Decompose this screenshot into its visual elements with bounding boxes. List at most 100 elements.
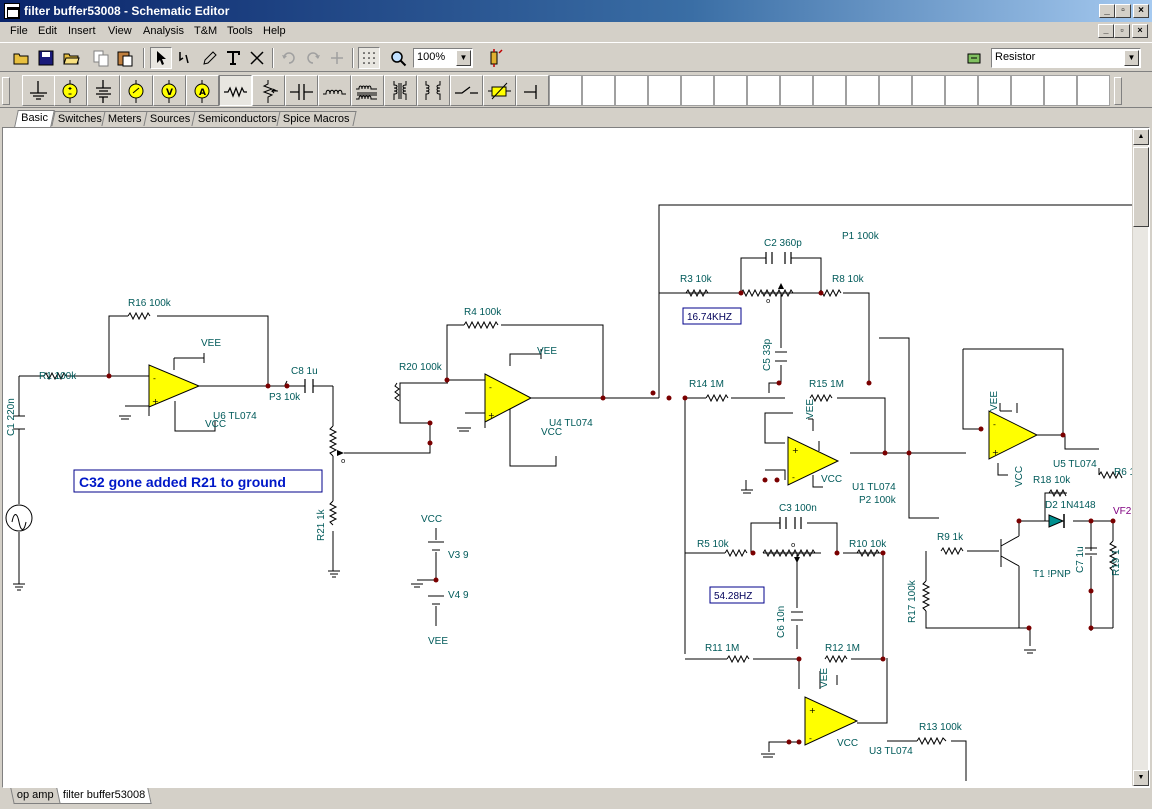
component-palette: V A (0, 73, 1152, 108)
wire-end-icon[interactable] (516, 75, 549, 106)
label-vcc: VCC (541, 427, 562, 438)
menu-edit[interactable]: Edit (38, 25, 57, 37)
component-select[interactable]: Resistor ▼ (991, 48, 1141, 68)
varistor-icon[interactable] (483, 75, 516, 106)
scroll-down-icon[interactable]: ▼ (1133, 770, 1149, 786)
menu-view[interactable]: View (108, 25, 132, 37)
plus-icon[interactable] (326, 47, 348, 69)
menu-file[interactable]: File (10, 25, 28, 37)
title-bar: filter buffer53008 - Schematic Editor _ … (0, 0, 1152, 22)
label-vcc: VCC (821, 474, 842, 485)
scroll-thumb[interactable] (1133, 147, 1149, 227)
tab-semiconductors[interactable]: Semiconductors (191, 111, 284, 126)
palette-slot (648, 75, 681, 106)
svg-text:+: + (809, 706, 816, 715)
sheet-tab-op-amp[interactable]: op amp (10, 788, 61, 804)
tab-meters[interactable]: Meters (101, 111, 149, 126)
transformer-icon[interactable] (351, 75, 384, 106)
menu-tools[interactable]: Tools (227, 25, 253, 37)
chevron-down-icon[interactable]: ▼ (456, 50, 471, 66)
label-c2: C2 360p (764, 238, 802, 249)
grid-icon[interactable] (358, 47, 380, 69)
label-u5: U5 TL074 (1053, 459, 1097, 470)
copy-icon[interactable] (90, 47, 112, 69)
capacitor-icon[interactable] (285, 75, 318, 106)
coupled-inductor-icon[interactable] (384, 75, 417, 106)
label-r11: R11 1M (705, 643, 739, 654)
resistor-icon[interactable] (219, 75, 252, 106)
label-u6: U6 TL074 (213, 411, 257, 422)
label-r16: R16 100k (128, 298, 172, 309)
voltmeter-icon[interactable]: V (153, 75, 186, 106)
label-c3: C3 100n (779, 503, 817, 514)
menu-analysis[interactable]: Analysis (143, 25, 184, 37)
opamp-u1 (787, 436, 840, 486)
current-source-icon[interactable] (120, 75, 153, 106)
redo-icon[interactable] (302, 47, 324, 69)
palette-scroll-left[interactable] (2, 77, 10, 105)
paste-icon[interactable] (114, 47, 136, 69)
label-d2: D2 1N4148 (1045, 500, 1096, 511)
label-r1: R1 100k (39, 371, 77, 382)
menu-tm[interactable]: T&M (194, 25, 218, 37)
scroll-up-icon[interactable]: ▲ (1133, 129, 1149, 145)
switch-icon[interactable] (450, 75, 483, 106)
app-icon[interactable] (4, 3, 20, 19)
sheet-tabs: op amp filter buffer53008 (0, 788, 1152, 809)
place-component-icon[interactable] (963, 47, 985, 69)
palette-slot (747, 75, 780, 106)
opamp-u4 (484, 373, 533, 423)
dual-inductor-icon[interactable] (417, 75, 450, 106)
wire-icon[interactable] (174, 47, 196, 69)
pencil-icon[interactable] (198, 47, 220, 69)
label-p1: P1 100k (842, 231, 880, 242)
select-arrow-icon[interactable] (150, 47, 172, 69)
palette-slot (1044, 75, 1077, 106)
label-c5: C5 33p (762, 338, 773, 371)
palette-scroll-right[interactable] (1114, 77, 1122, 105)
maximize-button[interactable]: ▫ (1115, 4, 1131, 18)
mdi-restore-button[interactable]: ▫ (1114, 24, 1130, 38)
label-p3: P3 10k (269, 392, 301, 403)
minimize-button[interactable]: _ (1099, 4, 1115, 18)
label-vee: VEE (428, 636, 448, 647)
tab-basic[interactable]: Basic (14, 110, 55, 127)
delete-icon[interactable] (246, 47, 268, 69)
zoom-icon[interactable] (387, 47, 409, 69)
open-icon[interactable] (10, 47, 32, 69)
label-vee: VEE (819, 668, 830, 688)
vertical-scrollbar[interactable]: ▲ ▼ (1132, 129, 1149, 786)
ground-icon[interactable] (22, 75, 55, 106)
palette-slot (615, 75, 648, 106)
close-button[interactable]: × (1133, 4, 1149, 18)
voltage-source-icon[interactable] (54, 75, 87, 106)
sheet-tab-filter-buffer[interactable]: filter buffer53008 (56, 788, 153, 804)
tab-switches[interactable]: Switches (51, 111, 109, 126)
inductor-icon[interactable] (318, 75, 351, 106)
undo-icon[interactable] (278, 47, 300, 69)
label-c6: C6 10n (776, 606, 787, 638)
svg-text:-: - (993, 420, 996, 429)
menu-insert[interactable]: Insert (68, 25, 96, 37)
tab-sources[interactable]: Sources (143, 111, 197, 126)
chevron-down-icon[interactable]: ▼ (1124, 50, 1139, 66)
label-vcc: VCC (837, 738, 858, 749)
tab-spice-macros[interactable]: Spice Macros (276, 111, 357, 126)
save-icon[interactable] (35, 47, 57, 69)
menu-help[interactable]: Help (263, 25, 286, 37)
svg-text:-: - (809, 734, 812, 743)
schematic-drawing[interactable]: ooo -+ -+ +- +- -+ (3, 128, 1133, 788)
ammeter-icon[interactable]: A (186, 75, 219, 106)
freq-label-1: 16.74KHZ (687, 312, 732, 323)
component-icon[interactable] (484, 47, 506, 69)
mdi-minimize-button[interactable]: _ (1098, 24, 1114, 38)
label-vcc: VCC (421, 514, 442, 525)
zoom-select[interactable]: 100% ▼ (413, 48, 473, 68)
potentiometer-icon[interactable] (252, 75, 285, 106)
mdi-close-button[interactable]: × (1132, 24, 1148, 38)
battery-icon[interactable] (87, 75, 120, 106)
open-folder-icon[interactable] (60, 47, 82, 69)
text-icon[interactable] (222, 47, 244, 69)
palette-slot (945, 75, 978, 106)
